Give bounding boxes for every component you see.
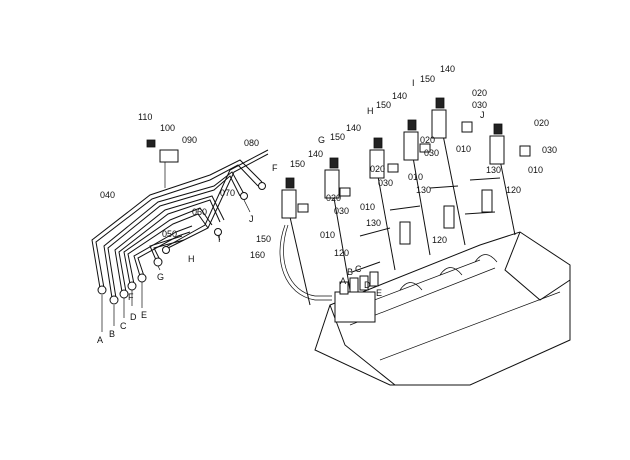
callout-140-c: 140 — [346, 123, 361, 133]
callout-020-c: 020 — [370, 164, 385, 174]
callout-060: 060 — [192, 207, 207, 217]
letter-h: H — [188, 254, 195, 264]
callout-010-c: 010 — [360, 202, 375, 212]
callout-010: 010 — [456, 144, 471, 154]
letter-c-engine: C — [355, 264, 362, 274]
callout-100: 100 — [160, 123, 175, 133]
letter-a-engine: A — [340, 276, 346, 286]
callout-130: 130 — [416, 185, 431, 195]
callout-010-b: 010 — [408, 172, 423, 182]
letter-c: C — [120, 321, 127, 331]
callout-050: 050 — [162, 229, 177, 239]
callout-020-e: 020 — [534, 118, 549, 128]
callout-010-d: 010 — [320, 230, 335, 240]
callout-160: 160 — [250, 250, 265, 260]
letter-i: I — [218, 234, 221, 244]
callout-120-b: 120 — [334, 248, 349, 258]
callout-030-d: 030 — [334, 206, 349, 216]
callout-020-d: 020 — [326, 193, 341, 203]
callout-150-e: 150 — [256, 234, 271, 244]
callout-020: 020 — [472, 88, 487, 98]
callout-070: 070 — [220, 188, 235, 198]
letter-i-engine: I — [412, 78, 415, 88]
injector-set — [279, 97, 531, 306]
letter-a: A — [97, 335, 103, 345]
letter-h-engine: H — [367, 106, 374, 116]
callout-090: 090 — [182, 135, 197, 145]
callout-010-e: 010 — [528, 165, 543, 175]
letter-j: J — [249, 214, 254, 224]
callout-030: 030 — [472, 100, 487, 110]
letter-b-engine: B — [347, 267, 353, 277]
letter-g: G — [157, 272, 164, 282]
letter-g-engine: G — [318, 135, 325, 145]
callout-150-c: 150 — [330, 132, 345, 142]
callout-150: 150 — [420, 74, 435, 84]
letter-e-engine: E — [376, 288, 382, 298]
letter-e: E — [141, 310, 147, 320]
callout-130-b: 130 — [366, 218, 381, 228]
callout-080: 080 — [244, 138, 259, 148]
callout-110: 110 — [138, 112, 152, 122]
letter-d: D — [130, 312, 137, 322]
letter-j-engine: J — [480, 110, 485, 120]
letter-f-engine: F — [272, 163, 278, 173]
letter-d-engine: D — [364, 280, 371, 290]
letter-b: B — [109, 329, 115, 339]
callout-150-d: 150 — [290, 159, 305, 169]
callout-140: 140 — [440, 64, 455, 74]
callout-150-b: 150 — [376, 100, 391, 110]
callout-140-d: 140 — [308, 149, 323, 159]
callout-130-e: 130 — [486, 165, 501, 175]
letter-f: F — [128, 292, 134, 302]
callout-labels: 110 100 090 080 070 060 050 040 140 150 … — [100, 64, 557, 260]
injection-pipe-bundle — [91, 139, 269, 332]
callout-030-b: 030 — [424, 148, 439, 158]
callout-030-c: 030 — [378, 178, 393, 188]
callout-140-b: 140 — [392, 91, 407, 101]
pipe-letter-labels: A B C D E F G H I J A B C D E F G H I J — [97, 78, 485, 345]
callout-020-b: 020 — [420, 135, 435, 145]
callout-030-e: 030 — [542, 145, 557, 155]
callout-120: 120 — [432, 235, 447, 245]
engine-block — [314, 231, 571, 386]
callout-040: 040 — [100, 190, 115, 200]
callout-120-e: 120 — [506, 185, 521, 195]
